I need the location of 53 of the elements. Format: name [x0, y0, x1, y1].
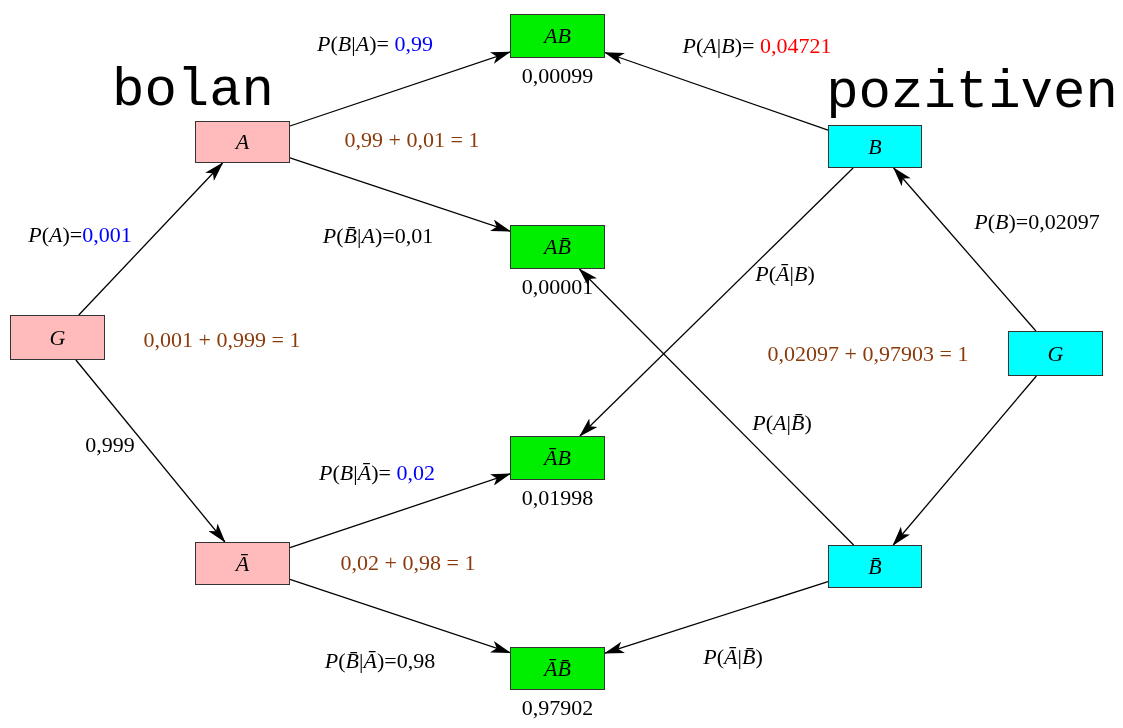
arrow — [289, 473, 511, 549]
edge-label: P(A)=0,001 — [28, 222, 132, 248]
event-box — [510, 647, 605, 690]
event-box — [510, 436, 605, 480]
arrow — [579, 167, 854, 437]
arrow — [289, 157, 511, 232]
edge-label: P(B̄|A)=0,01 — [322, 223, 434, 249]
edge-label: P(B)=0,02097 — [974, 209, 1100, 235]
group-title: bolan — [112, 59, 274, 121]
edge-label: P(B̄|Ā)=0,98 — [324, 648, 436, 674]
event-label: AB — [544, 23, 571, 49]
event-box — [828, 125, 922, 168]
arrow — [289, 51, 511, 127]
group-title: pozitiven — [826, 61, 1118, 123]
event-label: AB̄ — [544, 234, 571, 260]
event-label: B — [868, 133, 882, 160]
event-box — [10, 315, 105, 360]
edge-label: P(Ā|B̄) — [703, 644, 763, 670]
sum-equation: 0,99 + 0,01 = 1 — [344, 127, 480, 153]
event-label: ĀB̄ — [544, 655, 571, 682]
arrow — [75, 359, 226, 543]
edge-label: P(B|A)= 0,99 — [317, 31, 433, 57]
arrow — [78, 162, 224, 316]
event-label: B̄ — [868, 553, 882, 580]
sum-equation: 0,02 + 0,98 = 1 — [340, 550, 476, 576]
sum-equation: 0,001 + 0,999 = 1 — [143, 327, 301, 353]
event-label: A — [235, 129, 250, 155]
event-box — [510, 14, 605, 58]
sum-equation: 0,02097 + 0,97903 = 1 — [767, 341, 969, 367]
probability-value: 0,00099 — [521, 63, 594, 89]
edge-label: P(A|B)= 0,04721 — [682, 33, 832, 59]
event-label: G — [49, 324, 66, 351]
event-box — [828, 545, 922, 588]
arrow — [604, 580, 829, 654]
event-box — [195, 121, 290, 163]
arrow — [578, 268, 855, 546]
event-box — [195, 542, 290, 585]
arrow — [892, 375, 1038, 546]
probability-value: 0,00001 — [521, 274, 594, 300]
event-label: G — [1047, 340, 1064, 367]
event-label: Ā — [235, 550, 250, 577]
event-box — [510, 225, 605, 269]
probability-value: 0,01998 — [521, 485, 594, 511]
arrow — [289, 578, 511, 654]
edge-label: P(B|Ā)= 0,02 — [319, 460, 435, 486]
event-box — [1008, 331, 1103, 376]
event-label: ĀB — [544, 445, 571, 471]
arrow — [604, 51, 829, 131]
arrow — [893, 167, 1037, 332]
edge-label: P(Ā|B) — [755, 261, 815, 287]
probability-value: 0,97902 — [521, 695, 594, 721]
edge-label: 0,999 — [85, 432, 135, 458]
edge-label: P(A|B̄) — [752, 410, 812, 436]
